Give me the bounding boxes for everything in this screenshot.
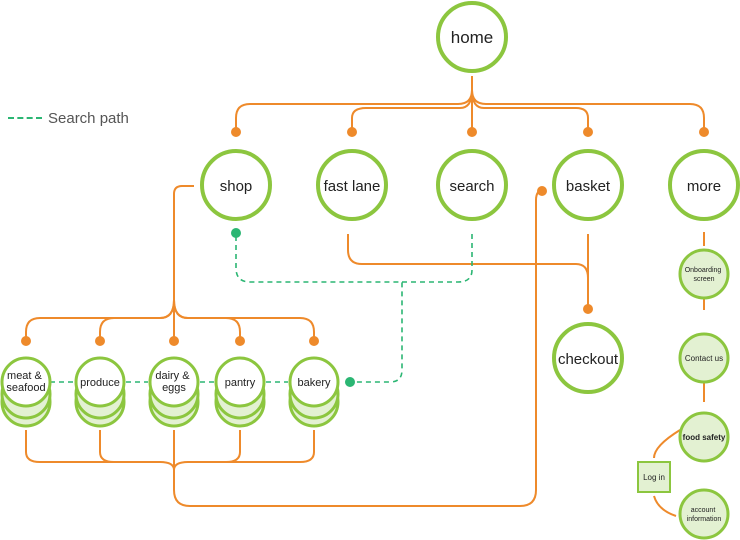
label-pantry: pantry <box>225 377 256 389</box>
label-food-safety: food safety <box>683 433 726 442</box>
dashed-line-icon <box>8 117 42 119</box>
node-home[interactable] <box>436 1 508 73</box>
label-log-in: Log in <box>643 473 665 482</box>
node-basket[interactable] <box>552 149 624 221</box>
node-contact-us[interactable] <box>678 332 730 384</box>
label-home: home <box>451 28 494 47</box>
label-basket: basket <box>566 178 611 195</box>
node-account-information[interactable] <box>678 488 730 540</box>
label-shop: shop <box>220 178 253 195</box>
label-more: more <box>687 178 721 195</box>
node-log-in[interactable] <box>637 461 671 493</box>
node-meat-seafood[interactable] <box>0 356 52 408</box>
label-checkout: checkout <box>558 351 619 368</box>
node-search[interactable] <box>436 149 508 221</box>
node-dairy-eggs[interactable] <box>148 356 200 408</box>
label-produce: produce <box>80 377 120 389</box>
label-onboarding-screen: Onboarding screen <box>685 267 724 283</box>
node-produce[interactable] <box>74 356 126 408</box>
legend: Search path <box>8 108 129 128</box>
label-fast-lane: fast lane <box>324 178 381 195</box>
node-food-safety[interactable] <box>678 411 730 463</box>
label-account-information: account information <box>687 507 722 523</box>
connector-dots <box>21 127 709 346</box>
node-pantry[interactable] <box>214 356 266 408</box>
node-more[interactable] <box>668 149 740 221</box>
label-bakery: bakery <box>297 377 331 389</box>
search-path-dots <box>231 228 355 387</box>
node-bakery[interactable] <box>288 356 340 408</box>
node-fast-lane[interactable] <box>316 149 388 221</box>
navigation-connectors <box>25 76 705 517</box>
search-path <box>50 234 473 383</box>
label-contact-us: Contact us <box>685 354 723 363</box>
node-onboarding-screen[interactable] <box>678 248 730 300</box>
label-search: search <box>449 178 494 195</box>
label-meat-seafood: meat & seafood <box>6 370 45 394</box>
node-checkout[interactable] <box>552 322 624 394</box>
label-dairy-eggs: dairy & eggs <box>155 370 192 394</box>
node-shop[interactable] <box>200 149 272 221</box>
legend-label: Search path <box>48 109 129 127</box>
